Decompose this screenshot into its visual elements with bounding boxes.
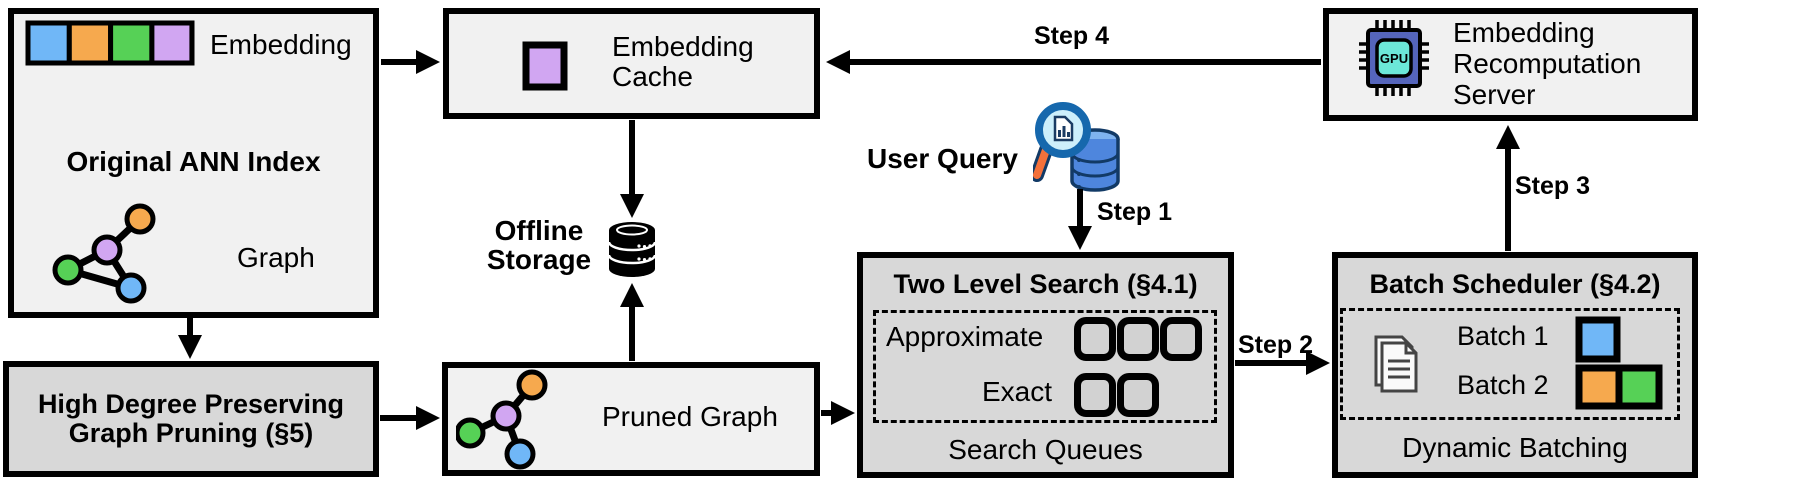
db-top-highlight xyxy=(616,224,648,236)
pruning-title-line1: High Degree Preserving xyxy=(37,389,345,419)
exact-queue-row xyxy=(1074,373,1160,417)
dynamic-batching-panel: Batch 1 Batch 2 xyxy=(1340,308,1680,420)
offline-storage-label: Offline Storage xyxy=(486,215,592,275)
database-icon xyxy=(607,222,657,277)
doc-lines xyxy=(1388,359,1410,379)
cache-square xyxy=(522,41,568,91)
graph-node-blue xyxy=(115,272,147,304)
queue-slot xyxy=(1160,317,1202,361)
pruned-graph-box: Pruned Graph xyxy=(442,362,820,476)
step4-label: Step 4 xyxy=(1034,22,1110,50)
search-queues-footer: Search Queues xyxy=(948,434,1143,465)
query-magnifier-icon xyxy=(1033,102,1120,192)
original-ann-index-box: Embedding Original ANN Index Graph xyxy=(8,8,379,318)
step3-label: Step 3 xyxy=(1515,172,1591,200)
batch-scheduler-title: Batch Scheduler (§4.2) xyxy=(1369,269,1661,299)
two-level-search-box: Two Level Search (§4.1) Approximate Exac… xyxy=(857,252,1234,478)
embedding-cell-purple xyxy=(149,20,195,66)
query-db-seam1 xyxy=(1070,152,1120,164)
embedding-cache-label: Embedding Cache xyxy=(612,31,754,92)
doc-fold xyxy=(1404,343,1416,355)
graph-label: Graph xyxy=(237,242,315,273)
graph-node-orange xyxy=(124,203,156,235)
batch1-square-icon xyxy=(1575,316,1621,363)
embedding-cache-box: Embedding Cache xyxy=(443,8,820,119)
query-handle xyxy=(1033,146,1050,179)
queue-slot xyxy=(1074,373,1116,417)
pruned-node-orange xyxy=(516,369,548,401)
db-seam2 xyxy=(607,254,657,265)
batch1-label: Batch 1 xyxy=(1457,321,1549,351)
cached-embedding-square-icon xyxy=(522,41,568,91)
pruning-title-line2: Graph Pruning (§5) xyxy=(68,418,314,448)
batch-scheduler-box: Batch Scheduler (§4.2) Batch 1 Batch 2 xyxy=(1332,252,1698,478)
step2-label: Step 2 xyxy=(1238,331,1314,359)
db-bottom xyxy=(609,261,655,277)
gpu-icon: GPU xyxy=(1359,20,1429,96)
graph-icon xyxy=(52,203,156,304)
search-queues-panel: Approximate Exact xyxy=(873,310,1217,423)
gpu-text: GPU xyxy=(1380,51,1408,66)
db-seam1 xyxy=(607,241,657,252)
embedding-strip-border xyxy=(25,20,195,66)
gpu-chip-core xyxy=(1375,38,1413,78)
exact-label: Exact xyxy=(982,376,1053,407)
recomputation-server-label: Embedding Recomputation Server xyxy=(1453,17,1642,110)
db-dots xyxy=(637,244,652,262)
batch2-square-green xyxy=(1615,364,1663,410)
embedding-cell-orange xyxy=(66,20,114,66)
queue-slot xyxy=(1074,317,1116,361)
doc-front-page xyxy=(1380,341,1418,393)
recomputation-server-box: GPU Embedding Recomputation Server xyxy=(1323,8,1698,121)
user-query-label: User Query xyxy=(867,143,1018,174)
graph-node-green xyxy=(52,254,84,286)
query-db-seam2 xyxy=(1070,166,1120,178)
approximate-label: Approximate xyxy=(886,321,1044,352)
batch2-square-orange xyxy=(1575,364,1623,410)
two-level-search-title: Two Level Search (§4.1) xyxy=(893,269,1198,299)
approximate-queue-row xyxy=(1074,317,1203,361)
query-doc-chart xyxy=(1058,126,1070,137)
ann-index-title: Original ANN Index xyxy=(66,146,321,177)
graph-node-purple xyxy=(91,234,123,266)
embedding-label: Embedding xyxy=(210,29,352,60)
embedding-cell-blue xyxy=(25,20,72,66)
high-degree-pruning-box: High Degree Preserving Graph Pruning (§5… xyxy=(3,361,379,477)
batch2-label: Batch 2 xyxy=(1457,370,1549,400)
dynamic-batching-footer: Dynamic Batching xyxy=(1402,432,1628,463)
embedding-strip-icon xyxy=(25,20,195,66)
step1-label: Step 1 xyxy=(1097,198,1173,226)
documents-icon xyxy=(1374,335,1418,393)
queue-slot xyxy=(1117,317,1159,361)
batch1-square xyxy=(1575,316,1621,363)
pruned-node-blue xyxy=(504,438,536,470)
batch2-squares-icon xyxy=(1575,364,1663,410)
query-db-body xyxy=(1070,139,1120,192)
db-top xyxy=(609,222,655,238)
query-db-dots xyxy=(1077,158,1081,189)
pruned-node-green xyxy=(456,417,486,449)
queue-slot xyxy=(1117,373,1159,417)
pruned-node-purple xyxy=(490,400,522,432)
pruned-graph-icon xyxy=(456,369,548,470)
pruned-graph-label: Pruned Graph xyxy=(602,401,778,432)
embedding-cell-green xyxy=(108,20,155,66)
